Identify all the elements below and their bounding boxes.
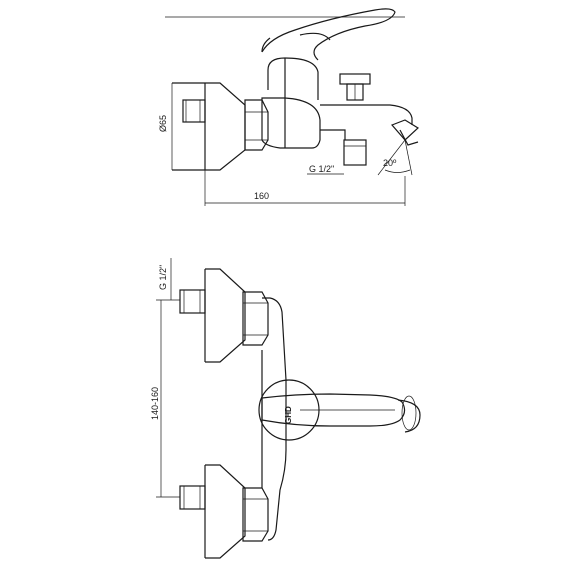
thread-label: G 1/2" [309, 164, 334, 174]
thread-label-front: G 1/2" [158, 265, 168, 290]
front-view: GHD 140-160 G 1/2" [150, 258, 421, 559]
wall-flange [172, 82, 246, 171]
diameter-label: Ø65 [158, 115, 168, 132]
diameter-dimension: Ø65 [158, 83, 173, 170]
angle-label: 20º [383, 158, 397, 168]
thread-dimension-front: G 1/2" [158, 258, 172, 300]
side-view: 20º Ø65 G 1/2" 160 [158, 8, 419, 206]
spacing-label: 140-160 [150, 387, 160, 420]
width-dimension: 160 [204, 170, 406, 206]
upper-flange [179, 268, 269, 363]
lever-handle [261, 8, 396, 61]
wall-pipe [182, 99, 206, 123]
width-label: 160 [254, 191, 269, 201]
spacing-dimension: 140-160 [150, 299, 180, 498]
logo-mark: GHD [284, 406, 293, 424]
diverter-knob [339, 73, 371, 101]
thread-dimension: G 1/2" [307, 164, 344, 175]
lower-flange [179, 464, 269, 559]
shower-outlet [343, 139, 367, 166]
mixer-body-front [261, 297, 287, 541]
spout-tip [390, 119, 419, 146]
mixer-body [261, 57, 413, 149]
angle-indicator: 20º [377, 139, 413, 176]
lever-front: GHD [258, 379, 421, 441]
